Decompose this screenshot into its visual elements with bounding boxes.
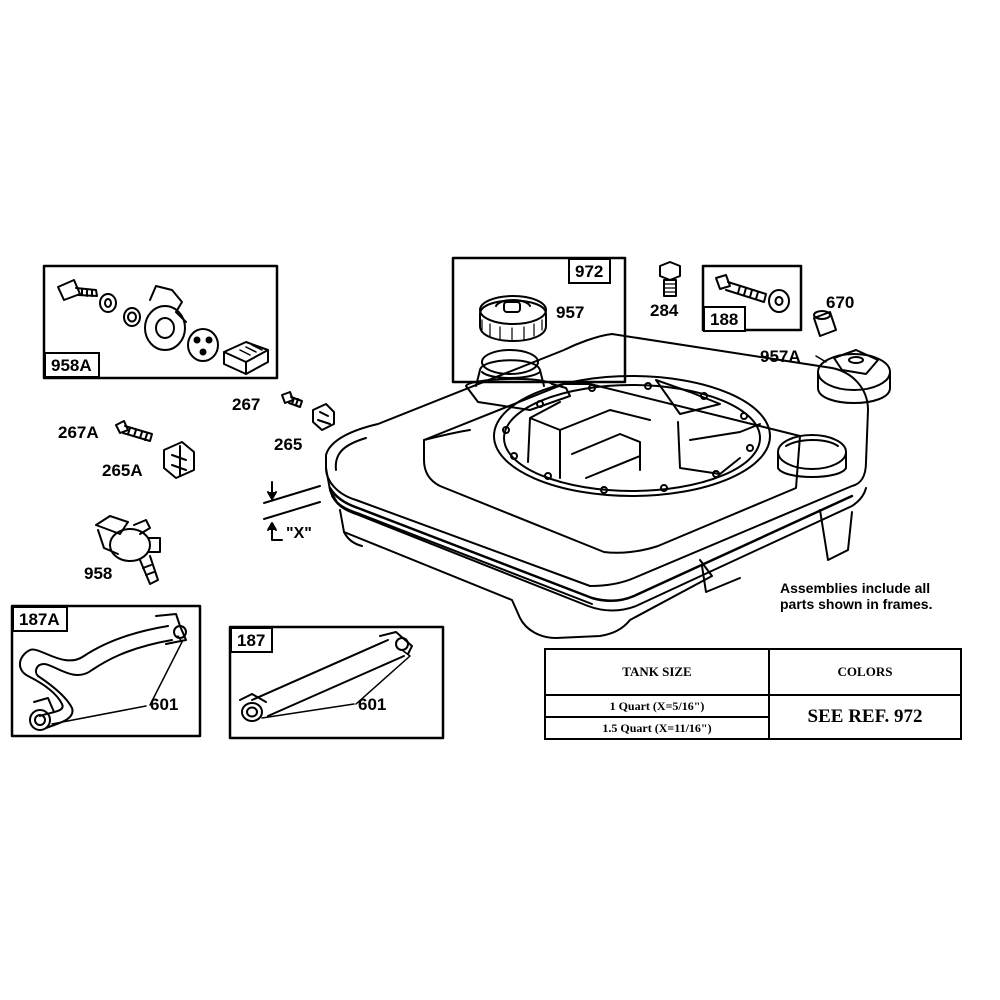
part-label-267A: 267A (58, 423, 99, 442)
screw-267 (281, 391, 303, 408)
valve-kit-parts-958A (57, 279, 269, 375)
frame-label-972: 972 (568, 258, 612, 284)
table-cell-1-5-quart: 1.5 Quart (X=11/16") (544, 716, 770, 740)
part-label-957A: 957A (760, 347, 801, 366)
frame-187 (228, 625, 445, 740)
table-cell-1-quart: 1 Quart (X=5/16") (544, 694, 770, 718)
assemblies-note-line-2: parts shown in frames. (780, 596, 933, 612)
frame-label-958A: 958A (44, 352, 100, 378)
frame-label-187: 187 (230, 627, 274, 653)
part-label-265A: 265A (102, 461, 143, 480)
screw-188 (715, 274, 790, 313)
table-header-tank-size: TANK SIZE (544, 648, 770, 696)
fuel-line-187A (19, 613, 187, 731)
frame-188 (701, 264, 803, 332)
tank-size-table: TANK SIZE COLORS 1 Quart (X=5/16") SEE R… (544, 648, 962, 740)
leader-957A (815, 355, 827, 363)
part-label-958: 958 (84, 564, 113, 583)
part-label-267: 267 (232, 395, 261, 414)
cap-957A (817, 349, 891, 404)
frame-958A (42, 264, 279, 380)
fuel-line-187 (239, 631, 413, 722)
part-label-957: 957 (556, 303, 585, 322)
part-label-284: 284 (650, 301, 679, 320)
table-header-colors: COLORS (768, 648, 962, 696)
part-label-670: 670 (826, 293, 855, 312)
frame-label-187A: 187A (12, 606, 68, 632)
clip-265 (312, 403, 335, 431)
screw-267A (115, 420, 153, 442)
assemblies-note-line-1: Assemblies include all (780, 580, 931, 596)
fuel-cap-957 (479, 295, 547, 342)
table-cell-see-ref: SEE REF. 972 (768, 694, 962, 740)
frame-972 (451, 256, 627, 384)
frame-187A (10, 604, 202, 738)
part-label-265: 265 (274, 435, 303, 454)
bolt-284 (659, 261, 681, 297)
x-dimension-label: "X" (286, 525, 312, 542)
x-dimension-marker (263, 481, 321, 541)
bushing-670 (813, 310, 837, 337)
assemblies-note: Assemblies include all parts shown in fr… (780, 580, 932, 612)
shutoff-valve-958 (95, 515, 161, 585)
clip-265A (163, 441, 195, 479)
fuel-tank (325, 333, 869, 639)
frame-label-188: 188 (703, 306, 747, 332)
part-label-601-right: 601 (358, 695, 387, 714)
part-label-601-left: 601 (150, 695, 179, 714)
